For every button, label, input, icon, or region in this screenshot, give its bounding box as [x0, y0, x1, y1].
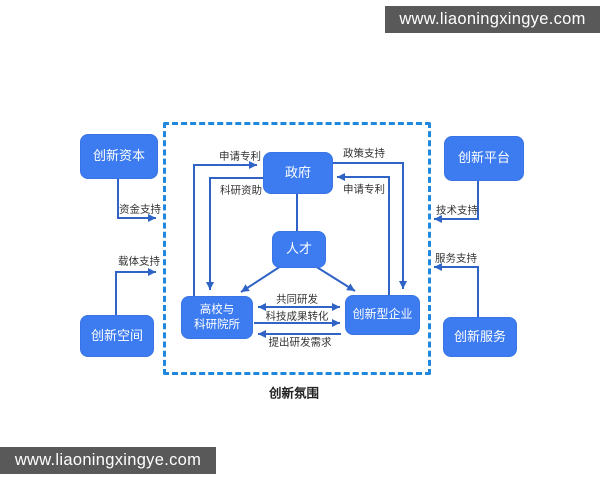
node-university-research: 高校与 科研院所 — [181, 296, 253, 339]
innovation-atmosphere-region — [163, 122, 431, 375]
node-innovation-platform: 创新平台 — [444, 136, 524, 181]
watermark-url-top: www.liaoningxingye.com — [399, 10, 586, 28]
label-achievement-transform: 科技成果转化 — [265, 310, 329, 323]
label-patent-application-right: 申请专利 — [343, 183, 385, 196]
label-technology-support: 技术支持 — [436, 204, 478, 217]
label-carrier-support: 载体支持 — [118, 255, 160, 268]
edge-space-carrier — [115, 268, 156, 315]
node-innovation-service: 创新服务 — [443, 317, 517, 357]
node-government: 政府 — [263, 152, 333, 194]
label-joint-rd: 共同研发 — [276, 293, 318, 306]
label-funding-support: 资金支持 — [119, 203, 161, 216]
diagram-caption: 创新氛围 — [268, 386, 320, 401]
label-rd-demand: 提出研发需求 — [268, 336, 332, 349]
node-innovation-space: 创新空间 — [80, 315, 154, 357]
node-innovation-capital: 创新资本 — [80, 134, 158, 179]
label-service-support: 服务支持 — [435, 252, 477, 265]
label-patent-application-left: 申请专利 — [219, 150, 261, 163]
label-research-grant: 科研资助 — [220, 184, 262, 197]
label-policy-support: 政策支持 — [343, 147, 385, 160]
watermark-bar-bottom: www.liaoningxingye.com — [0, 447, 216, 474]
edge-service-support — [434, 263, 479, 317]
node-innovative-enterprise: 创新型企业 — [345, 295, 420, 335]
watermark-url-bottom: www.liaoningxingye.com — [14, 451, 202, 469]
node-talent: 人才 — [272, 231, 326, 268]
watermark-bar-top: www.liaoningxingye.com — [385, 6, 600, 33]
